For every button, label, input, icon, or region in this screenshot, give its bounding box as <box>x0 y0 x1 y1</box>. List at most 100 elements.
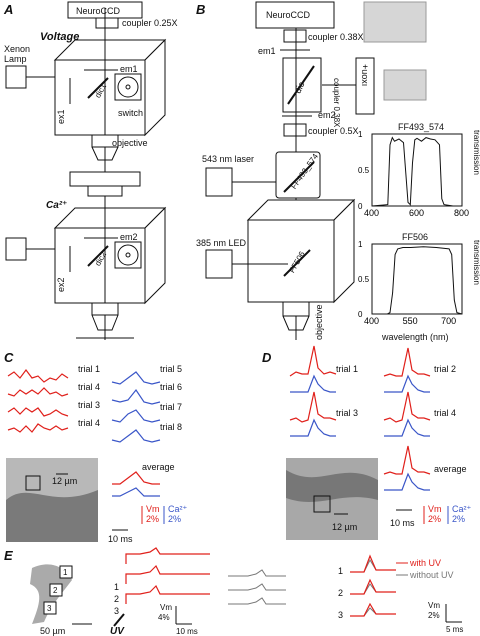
a-objective-label: objective <box>112 138 148 148</box>
chart2-frame <box>371 243 463 315</box>
e-overlay-red-3 <box>350 602 396 617</box>
chart2-plot-ytick-label: 0.5 <box>358 275 370 284</box>
c-roi-box <box>25 475 41 491</box>
d-roi-box <box>313 495 331 513</box>
d-trace-4-vm <box>383 391 431 423</box>
d-trial-right-0: trial 2 <box>434 364 456 374</box>
c-trial-right-2: trial 7 <box>160 402 182 412</box>
chart1-plot-xtick-label: 600 <box>409 208 424 218</box>
a-xenon-label2: Lamp <box>4 54 27 64</box>
chart1-plot-ytick-label: 0.5 <box>358 166 370 175</box>
b-laser-label: 543 nm laser <box>202 154 254 164</box>
a-neuroccd-label: NeuroCCD <box>76 6 121 16</box>
b-em2-label: em2 <box>318 110 336 120</box>
chart2-plot-xtick-label: 400 <box>364 316 379 326</box>
d-trace-1-vm <box>289 345 337 377</box>
b-ruler-image-2 <box>383 69 427 101</box>
d-vm-label: Vm <box>428 504 442 514</box>
b-laser-box <box>205 167 233 197</box>
b-led-box <box>205 249 233 279</box>
chart2-plot-xtick-label: 550 <box>403 316 418 326</box>
a-em1-label: em1 <box>120 64 138 74</box>
d-trace-1-ca <box>290 374 336 393</box>
a-switch-wheel-icon <box>117 76 139 98</box>
chart2-xlabel: wavelength (nm) <box>381 332 449 342</box>
e2-time-label: 5 ms <box>446 625 463 634</box>
e-legend-nouv: without UV <box>409 570 454 580</box>
a-objective-lens <box>91 146 119 161</box>
e-scale-label: 50 µm <box>40 626 65 636</box>
e-uv-arrow-icon <box>113 613 125 627</box>
c-avg-vm-trace <box>112 471 160 485</box>
b-cube-front <box>247 219 335 303</box>
e2-vm-pct: 2% <box>428 611 440 620</box>
e-uv-trace-1 <box>125 547 210 564</box>
b-camera2-label: +uoxı <box>360 64 370 86</box>
a-em2-label: em2 <box>120 232 138 242</box>
b-neuroccd-label: NeuroCCD <box>266 10 311 20</box>
c-trace-3 <box>7 407 69 417</box>
chart1-title: FF493_574 <box>398 122 444 132</box>
c-trial-right-1: trial 6 <box>160 382 182 392</box>
e-row-label-2: 2 <box>114 594 119 604</box>
e-overlay-label-1: 1 <box>338 566 343 576</box>
a-switch2-box <box>114 241 142 269</box>
c-trial-left-1: trial 4 <box>78 382 100 392</box>
d-avg-ca-trace <box>384 472 430 491</box>
e2-vm-label: Vm <box>428 601 440 610</box>
e-vm-label: Vm <box>160 603 172 612</box>
b-coupler3-box <box>283 123 307 137</box>
e-overlay-red-1 <box>350 554 396 573</box>
a-sample <box>69 171 141 187</box>
a-switch-hub-icon <box>125 84 131 90</box>
a-sample-stage <box>87 185 123 197</box>
e-row-label-3: 3 <box>114 606 119 616</box>
c-vm-label: Vm <box>146 504 160 514</box>
a-switch2-wheel-icon <box>117 244 139 266</box>
chart1-plot-ytick-label: 0 <box>358 202 363 211</box>
c-trace-8 <box>111 429 161 443</box>
d-trace-2-vm <box>383 347 431 377</box>
a-switch2-hub-icon <box>125 252 131 258</box>
chart1-ylabel: transmission <box>472 130 480 175</box>
b-coupler3-label: coupler 0.5X <box>308 126 359 136</box>
chart2-title: FF506 <box>402 232 428 242</box>
c-trace-1 <box>7 369 69 383</box>
a-ex2-label: ex2 <box>56 277 66 292</box>
c-time-label: 10 ms <box>108 534 133 544</box>
e-row-label-1: 1 <box>114 582 119 592</box>
c-ca-label: Ca²⁺ <box>168 504 188 514</box>
b-objective-label: objective <box>314 304 324 340</box>
c-trace-4a <box>7 387 69 397</box>
c-trace-7 <box>111 409 161 423</box>
chart1-plot-series-line <box>371 136 462 207</box>
a-objective2-upper <box>91 302 119 316</box>
a-objective-upper <box>91 134 119 148</box>
c-ca-pct: 2% <box>168 514 181 524</box>
d-average-label: average <box>434 464 467 474</box>
e-overlay-red-2 <box>350 578 396 595</box>
e-time-label: 10 ms <box>176 627 198 636</box>
e-roi-1-label: 1 <box>63 568 68 577</box>
e-overlay-label-2: 2 <box>338 588 343 598</box>
c-trace-5 <box>111 371 161 385</box>
e-nouv-trace-1 <box>228 569 286 577</box>
chart1-plot-xtick-label: 800 <box>454 208 469 218</box>
c-trace-4b <box>7 423 69 433</box>
e-uv-trace-2 <box>125 564 210 584</box>
c-vm-pct: 2% <box>146 514 159 524</box>
e-legend-uv: with UV <box>409 558 441 568</box>
chart2-plot-series-line <box>372 246 463 315</box>
a-ca-label: Ca²⁺ <box>46 200 67 211</box>
d-time-label: 10 ms <box>390 518 415 528</box>
c-scale-label: 12 µm <box>52 476 77 486</box>
a-xenon-label1: Xenon <box>4 44 30 54</box>
d-ca-label: Ca²⁺ <box>452 504 472 514</box>
b-coupler1-label: coupler 0.38X <box>308 32 364 42</box>
chart2-plot-xtick-label: 700 <box>441 316 456 326</box>
b-ff506-mirror <box>283 249 311 277</box>
b-coupler1-box <box>283 29 307 43</box>
